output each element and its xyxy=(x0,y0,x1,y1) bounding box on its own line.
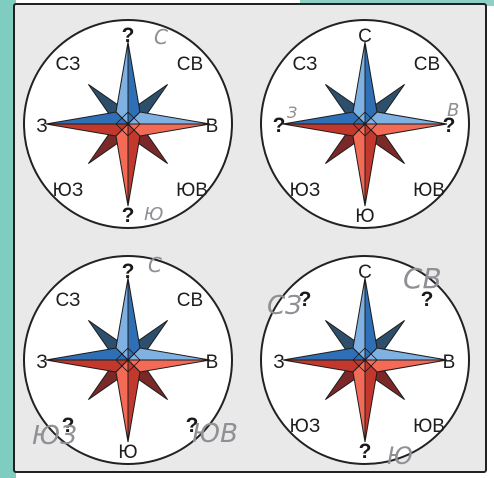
handwritten-answer: С xyxy=(148,253,162,277)
handwritten-answer: З xyxy=(287,103,297,122)
direction-label-w: З xyxy=(273,352,284,373)
direction-label-nw: СЗ xyxy=(56,290,81,311)
direction-label-e: В xyxy=(206,116,219,137)
handwritten-answer: СВ xyxy=(403,262,442,295)
direction-label-ne: СВ xyxy=(414,54,440,75)
handwritten-answer: ЮЗ xyxy=(32,421,77,451)
compass-top-left: ?? В З СВ СЗ ЮВ ЮЗ С Ю xyxy=(24,20,232,228)
direction-label-w-unknown: ? xyxy=(273,114,286,137)
direction-label-nw: СЗ xyxy=(293,54,318,75)
direction-label-w: З xyxy=(36,352,47,373)
direction-label-n: С xyxy=(358,262,372,283)
direction-label-e: В xyxy=(443,352,456,373)
direction-label-se: ЮВ xyxy=(413,180,445,201)
handwritten-answer: Ю xyxy=(144,204,163,225)
handwritten-answer: Ю xyxy=(387,442,413,470)
handwritten-answer: СЗ xyxy=(267,291,302,321)
handwritten-answer: С xyxy=(154,25,168,49)
direction-label-sw: ЮЗ xyxy=(290,180,321,201)
direction-label-n-unknown: ? xyxy=(122,24,135,47)
direction-label-e: В xyxy=(206,352,219,373)
handwritten-answer: В xyxy=(447,100,459,121)
direction-label-sw: ЮЗ xyxy=(53,180,84,201)
direction-label-w: З xyxy=(36,116,47,137)
direction-label-ne: СВ xyxy=(177,290,203,311)
direction-label-n: С xyxy=(358,26,372,47)
handwritten-answer: ЮВ xyxy=(192,419,238,449)
direction-label-nw: СЗ xyxy=(56,54,81,75)
direction-label-sw: ЮЗ xyxy=(290,416,321,437)
direction-label-se: ЮВ xyxy=(176,180,208,201)
direction-label-n-unknown: ? xyxy=(122,260,135,283)
direction-label-s: Ю xyxy=(355,206,374,227)
direction-label-s: Ю xyxy=(118,442,137,463)
direction-label-ne: СВ xyxy=(177,54,203,75)
direction-label-se: ЮВ xyxy=(413,416,445,437)
direction-label-s-unknown: ? xyxy=(359,440,372,463)
direction-label-s-unknown: ? xyxy=(122,204,135,227)
